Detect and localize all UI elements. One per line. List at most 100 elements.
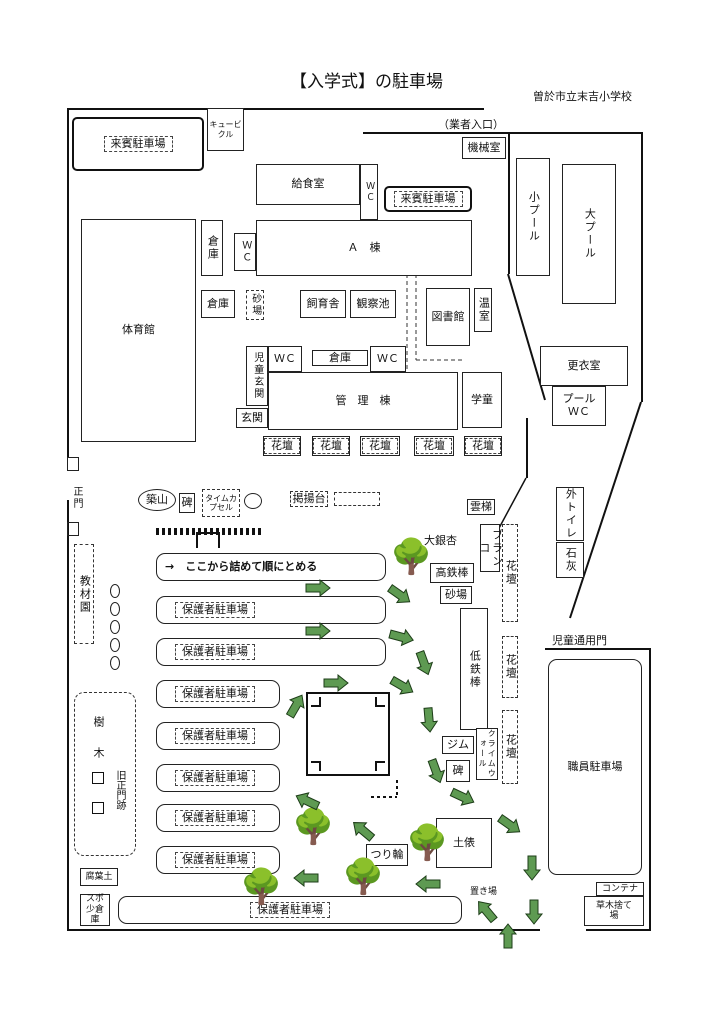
parent-parking-lane-4-label: 保護者駐車場: [175, 727, 255, 745]
wc-kitchen: ＷＣ: [360, 164, 378, 220]
boundary-right-lower: [649, 648, 651, 931]
animal-house: 飼育舎: [300, 290, 346, 318]
container: コンテナ: [596, 882, 644, 896]
guest-parking-west: 来賓駐車場: [72, 117, 204, 171]
tree-icon-4: 🌳: [240, 867, 283, 907]
pool-area-right: [641, 132, 643, 402]
tree-zone: [74, 692, 136, 856]
lime-storage: 石灰: [556, 542, 584, 578]
swing-label: ブランコ: [478, 528, 504, 568]
mound: 築山: [138, 489, 176, 511]
hanging-rings: つり輪: [366, 844, 408, 866]
swing: ブランコ: [478, 524, 504, 572]
sumo-ring: 土俵: [436, 818, 492, 868]
parent-parking-lane-5: 保護者駐車場: [156, 764, 280, 792]
flowerbed-east-3-label: 花壇: [504, 734, 518, 760]
outdoor-toilet: 外トイレ: [556, 487, 584, 541]
sports-storage: スポ少倉庫: [80, 894, 110, 926]
flowerbed-east-1-label: 花壇: [504, 560, 518, 586]
low-bar-label: 低鉄棒: [468, 649, 482, 689]
pool-area-left: [508, 132, 510, 274]
arrow-1: [305, 579, 331, 597]
old-main-gate-label: 旧正門跡: [114, 770, 125, 810]
guest-parking-center: 来賓駐車場: [384, 186, 472, 212]
gakudo-label: 学童: [471, 392, 493, 406]
parent-parking-lane-bottom: 保護者駐車場: [118, 896, 462, 924]
flowerbed-5-label: 花壇: [465, 437, 501, 455]
flowerbed-2: 花壇: [312, 436, 350, 456]
school-name: 曽於市立末吉小学校: [533, 90, 632, 103]
flowerbed-3: 花壇: [360, 436, 400, 456]
boundary-left-lower: [67, 500, 69, 930]
storage-1-label: 倉庫: [206, 235, 220, 261]
arrow-2: [305, 622, 331, 640]
cloud-ladder-label: 雲梯: [470, 499, 492, 513]
climbing-wall: クライムウォール: [476, 728, 498, 780]
parent-parking-lane-7: 保護者駐車場: [156, 846, 280, 874]
arrow-16: [415, 875, 441, 893]
climbing-wall-label: クライムウォール: [478, 729, 497, 779]
child-entrance: 児童玄関: [246, 346, 268, 406]
storage-2: 倉庫: [201, 290, 235, 318]
gate-post-north: [67, 457, 79, 471]
tree-icon-3: 🌳: [342, 857, 385, 897]
pool-area-top: [363, 132, 642, 134]
parent-parking-lane-3-label: 保護者駐車場: [175, 685, 255, 703]
wc-admin-1: ＷＣ: [268, 346, 302, 372]
arrow-11: [494, 810, 525, 839]
arrow-10: [448, 784, 478, 810]
arrow-12: [523, 855, 541, 881]
sandbox-north: 砂場: [246, 290, 264, 320]
arrow-18: [347, 815, 378, 845]
cubicle-label: キュービクル: [209, 120, 242, 139]
changing-room-label: 更衣室: [567, 358, 601, 372]
flagpole-extension: [334, 492, 380, 506]
jungle-gym: ジム: [442, 736, 474, 754]
sandbox-south: 砂場: [440, 586, 472, 604]
instruction-banner: → ここから詰めて順にとめる: [156, 553, 386, 581]
child-entrance-label: 児童玄関: [251, 352, 263, 400]
sandbox-south-label: 砂場: [445, 587, 467, 601]
parent-parking-lane-3: 保護者駐車場: [156, 680, 280, 708]
monument: 碑: [179, 493, 195, 513]
cubicle: キュービクル: [207, 108, 244, 151]
pool-wc: プールＷＣ: [552, 386, 606, 426]
wc-a: ＷＣ: [234, 233, 256, 271]
low-bar: 低鉄棒: [460, 608, 488, 730]
small-pool-label: 小プール: [527, 191, 541, 243]
parent-parking-lane-bottom-label: 保護者駐車場: [250, 901, 330, 919]
greenhouse-label: 温室: [477, 297, 491, 323]
teaching-garden-label: 教材園: [78, 574, 92, 614]
arrow-4: [384, 580, 415, 609]
arrow-5: [387, 625, 416, 649]
guest-parking-center-label: 来賓駐車場: [393, 190, 463, 208]
flowerbed-4: 花壇: [414, 436, 454, 456]
kitchen: 給食室: [256, 164, 360, 205]
flagpole: 掲揚台: [290, 491, 328, 507]
gymnasium: 体育館: [81, 219, 196, 442]
arrow-14: [499, 923, 517, 949]
machine-room: 機械室: [462, 137, 506, 159]
storage-admin: 倉庫: [312, 350, 368, 366]
flowerbed-4-label: 花壇: [416, 437, 452, 455]
planter-2: [110, 602, 120, 616]
old-gate-post-2: [92, 802, 104, 814]
arrow-17: [293, 869, 319, 887]
observation-pond-label: 観察池: [356, 296, 390, 310]
machine-room-label: 機械室: [467, 140, 501, 154]
boundary-left: [67, 108, 69, 458]
high-bar: 高鉄棒: [430, 563, 474, 583]
staff-parking-label: 職員駐車場: [567, 759, 623, 773]
tree-icon-1: 🌳: [292, 807, 335, 847]
container-label: コンテナ: [601, 883, 638, 894]
mound-label: 築山: [146, 492, 168, 506]
planter-3: [110, 620, 120, 634]
wc-a-label: ＷＣ: [239, 240, 251, 264]
arrow-15: [471, 895, 501, 926]
arrow-8: [419, 706, 439, 734]
pool-wc-label: プールＷＣ: [562, 392, 596, 418]
flowerbed-1-label: 花壇: [264, 437, 300, 455]
wc-kitchen-label: ＷＣ: [364, 181, 375, 203]
